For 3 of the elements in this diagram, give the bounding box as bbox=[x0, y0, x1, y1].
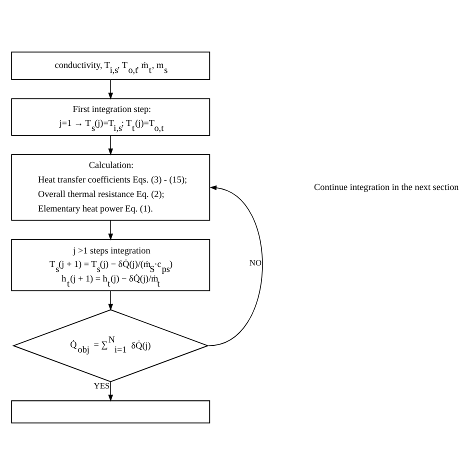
edge-label: NO bbox=[249, 258, 262, 267]
label: Continue integration in the next section bbox=[314, 181, 459, 192]
edge-label: YES bbox=[94, 381, 110, 390]
